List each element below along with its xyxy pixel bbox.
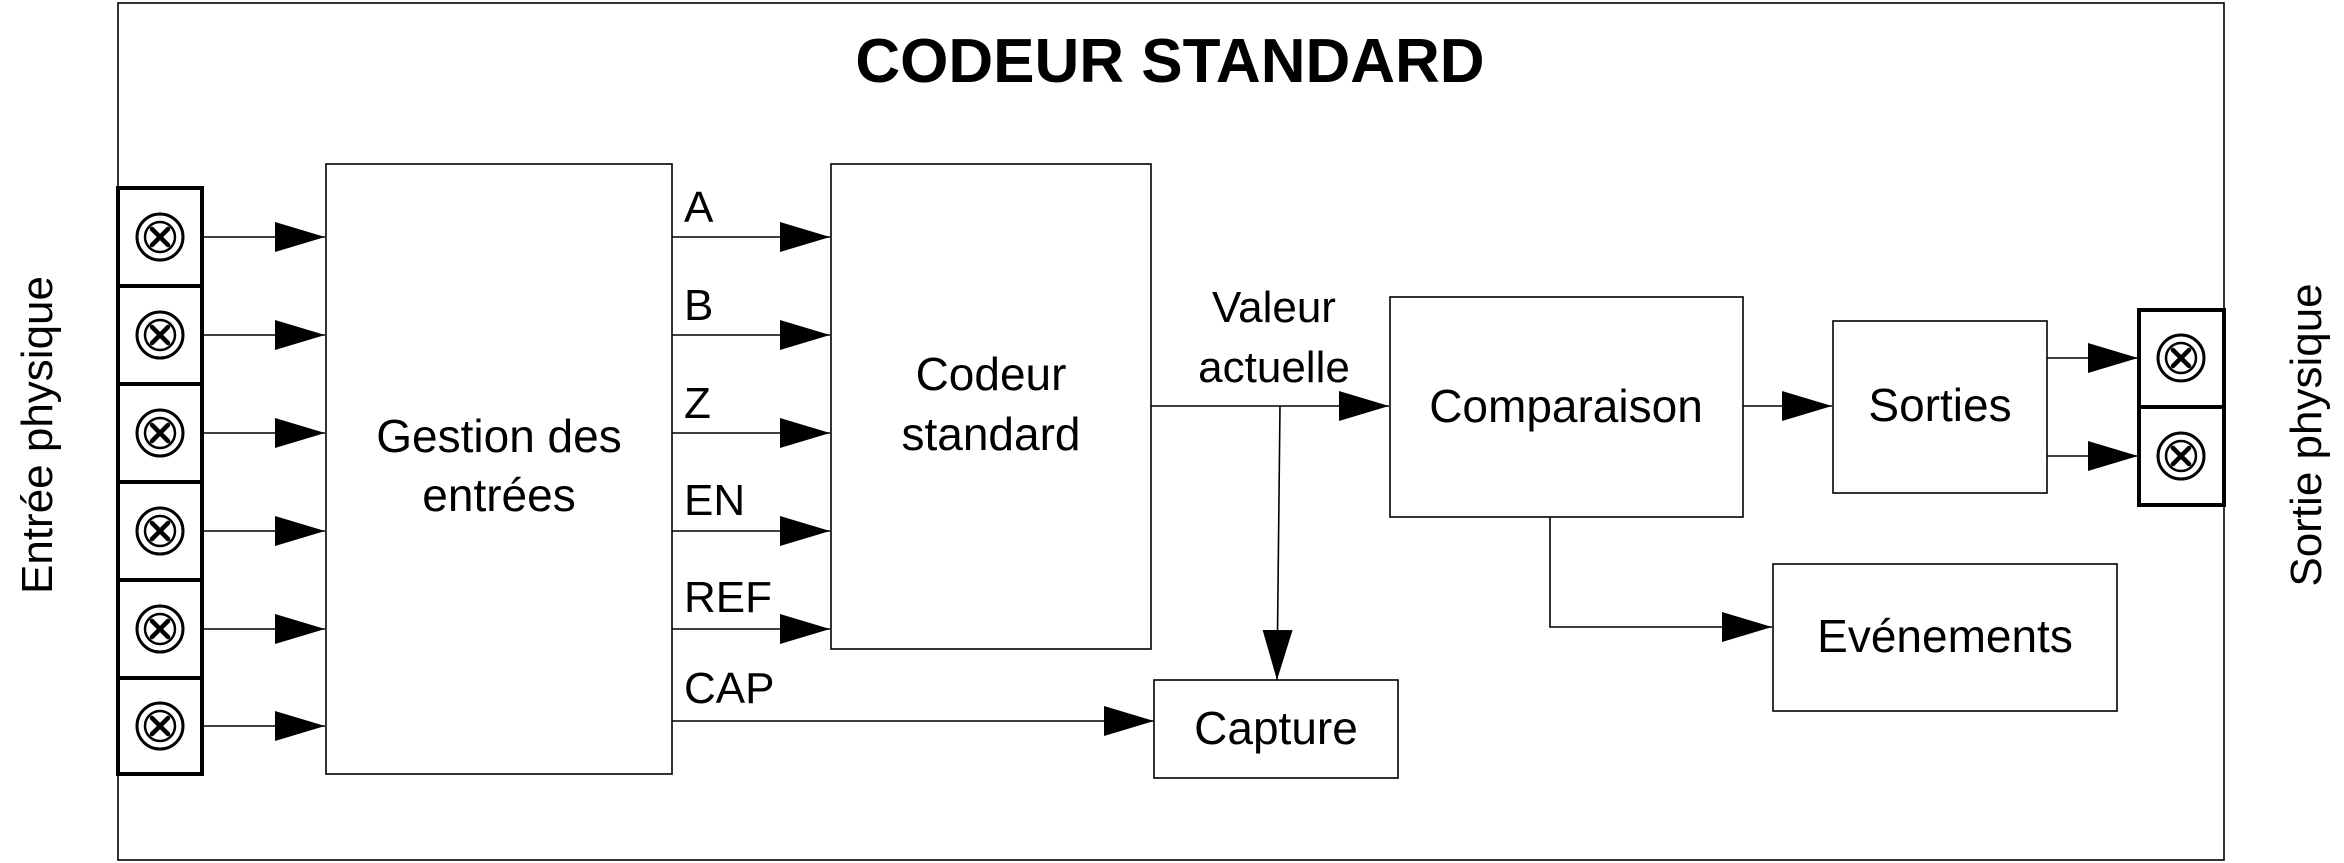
terminal-screw-icon [137,703,183,749]
terminal-screw-icon [137,508,183,554]
terminal-screw-icon [137,606,183,652]
block-capture-label: Capture [1194,702,1358,754]
block-gestion-label-1: Gestion des [376,410,621,462]
block-codeur-label-2: standard [901,408,1080,460]
signal-label-ref: REF [684,573,772,622]
signal-label-en: EN [684,476,745,525]
signal-label-a: A [684,183,714,232]
label-valeur: Valeur [1212,283,1336,332]
label-sortie-physique: Sortie physique [2282,283,2331,586]
valeur-wires [1151,391,1389,681]
block-codeur-standard [830,163,1152,650]
output-wires [2047,343,2138,471]
block-codeur-label-1: Codeur [916,348,1067,400]
block-sorties-label: Sorties [1868,379,2011,431]
block-capture [1153,679,1399,779]
diagram-title: CODEUR STANDARD [855,27,1484,96]
signal-label-z: Z [684,379,711,428]
label-actuelle: actuelle [1198,343,1350,392]
input-wires [202,222,325,741]
output-terminal-block [2137,308,2226,507]
terminal-screw-icon [2158,335,2204,381]
terminal-screw-icon [137,214,183,260]
block-comparaison [1389,296,1744,518]
block-evenements [1772,563,2118,712]
input-terminal-block [116,186,204,776]
signal-label-b: B [684,281,713,330]
label-entree-physique: Entrée physique [13,276,62,594]
terminal-screw-icon [2158,433,2204,479]
terminal-screw-icon [137,312,183,358]
signal-label-cap: CAP [684,664,774,713]
terminal-screw-icon [137,410,183,456]
block-gestion-entrees [325,163,673,775]
block-sorties [1832,320,2048,494]
block-evenements-label: Evénements [1817,610,2073,662]
signal-wires [672,222,1154,736]
block-comparaison-label: Comparaison [1429,380,1703,432]
wire-comparaison-evenements [1549,517,1772,642]
block-gestion-label-2: entrées [422,469,575,521]
